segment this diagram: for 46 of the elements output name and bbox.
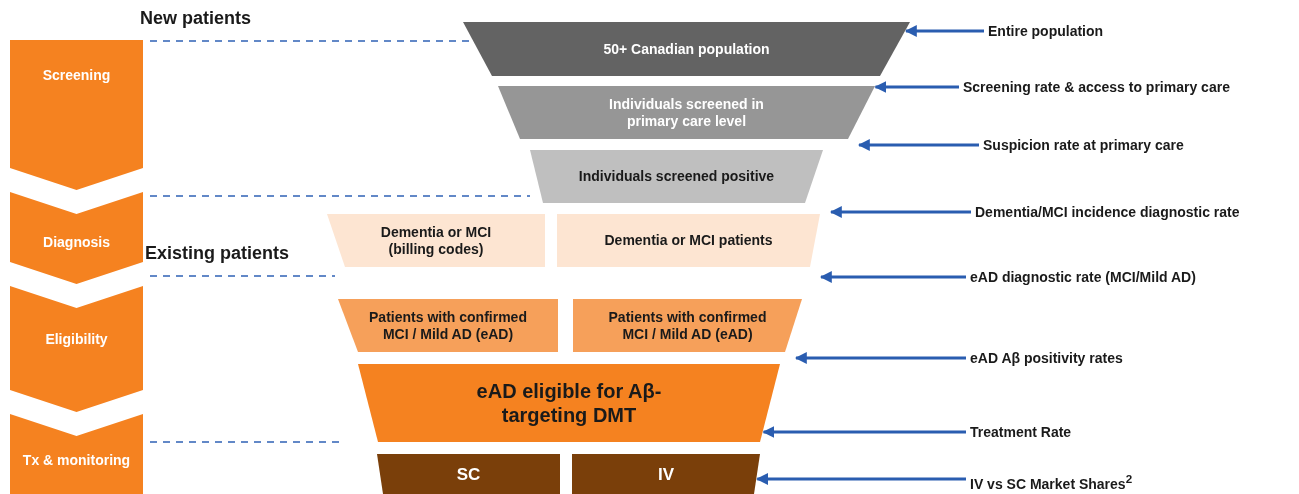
metric-label: IV vs SC Market Shares$^{2}$: [970, 470, 1133, 493]
node-text: 50+ Canadian population: [603, 40, 770, 58]
metric-label: Screening rate & access to primary care: [963, 78, 1230, 96]
arrow: [829, 206, 971, 218]
node-text: Tx & monitoring: [22, 451, 131, 469]
node-text: Patients with confirmed MCI / Mild AD (eAD): [368, 308, 528, 343]
arrow: [857, 139, 979, 151]
arrow: [762, 426, 966, 438]
funnel-tier: [358, 364, 780, 442]
node-text: Screening: [42, 66, 111, 84]
stage-band: [10, 286, 143, 412]
funnel-tier: [572, 454, 760, 494]
node-text: IV: [657, 463, 675, 485]
stage-band: [10, 414, 143, 494]
stage-band: [10, 192, 143, 284]
node-text: Eligibility: [45, 330, 108, 348]
metric-label: Suspicion rate at primary care: [983, 136, 1184, 154]
metric-label: eAD Aβ positivity rates: [970, 349, 1123, 367]
arrow: [819, 271, 966, 283]
metric-label: Treatment Rate: [970, 423, 1072, 441]
node-text: SC: [456, 463, 481, 485]
arrow: [874, 81, 959, 93]
funnel-tier: [463, 22, 910, 76]
funnel-tier: [327, 214, 545, 267]
funnel-tier: [338, 299, 558, 352]
section-heading: Existing patients: [145, 243, 290, 264]
metric-label: Dementia/MCI incidence diagnostic rate: [975, 203, 1240, 221]
node-text: Individuals screened in primary care level: [608, 95, 765, 130]
section-heading: New patients: [140, 8, 252, 29]
arrow: [904, 25, 984, 37]
node-text: Individuals screened positive: [578, 168, 775, 185]
funnel-tier: [377, 454, 560, 494]
metric-label: Entire population: [988, 22, 1104, 40]
node-text: Diagnosis: [43, 233, 110, 251]
arrow: [756, 473, 966, 485]
funnel-tier: [573, 299, 802, 352]
node-text: Dementia or MCI (billing codes): [379, 223, 493, 258]
funnel-tier: [498, 86, 875, 139]
metric-label: eAD diagnostic rate (MCI/Mild AD): [970, 268, 1196, 286]
funnel-tier: [557, 214, 820, 267]
node-text: Patients with confirmed MCI / Mild AD (eAD): [607, 308, 768, 343]
funnel-tier: [530, 150, 823, 203]
stage-band: [10, 40, 143, 190]
node-text: Dementia or MCI patients: [604, 232, 773, 249]
node-text: eAD eligible for Aβ-targeting DMT: [475, 379, 663, 427]
arrow: [794, 352, 966, 364]
